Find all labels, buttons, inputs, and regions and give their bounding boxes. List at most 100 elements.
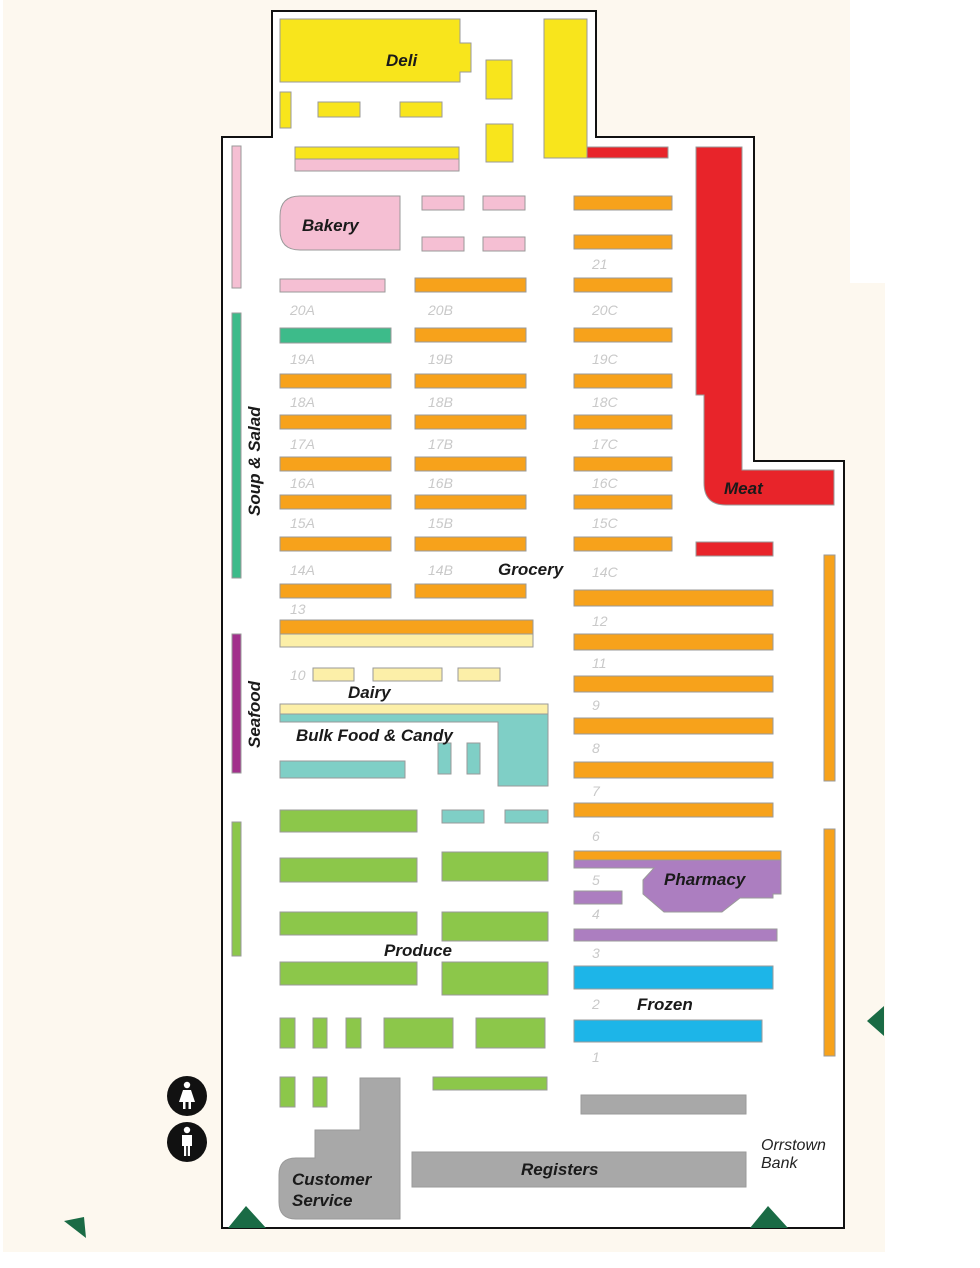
- grocery-shelf: [414, 373, 527, 389]
- bulk-food-label: Bulk Food & Candy: [296, 726, 454, 745]
- aisle-label: 2: [591, 996, 600, 1012]
- pharmacy-shelf: [573, 890, 623, 905]
- aisle-label: 12: [592, 613, 608, 629]
- frozen-case: [573, 1019, 763, 1043]
- womens-restroom-icon[interactable]: [167, 1076, 207, 1116]
- customer-service-label: Service: [292, 1191, 353, 1210]
- grocery-shelf: [573, 234, 673, 250]
- grocery-shelf: [573, 414, 673, 430]
- produce-table: [279, 809, 418, 833]
- grocery-shelf: [414, 327, 527, 343]
- aisle-label: 11: [592, 655, 607, 671]
- grocery-shelf: [279, 619, 534, 635]
- deli-case: [485, 59, 513, 100]
- meat-label: Meat: [724, 479, 764, 498]
- produce-table: [279, 857, 418, 883]
- aisle-label: 21: [591, 256, 608, 272]
- aisle-label: 16B: [428, 475, 453, 491]
- produce-bin: [312, 1017, 328, 1049]
- grocery-wall-shelf: [823, 554, 836, 782]
- soup-salad-case: [279, 327, 392, 344]
- frozen-label: Frozen: [637, 995, 693, 1014]
- customer-service-label: Customer: [292, 1170, 373, 1189]
- aisle-label: 1: [592, 1049, 600, 1065]
- seafood-counter: [231, 633, 242, 774]
- aisle-label: 18B: [428, 394, 453, 410]
- produce-label: Produce: [384, 941, 452, 960]
- aisle-label: 8: [592, 740, 600, 756]
- bank-label: Orrstown: [761, 1137, 826, 1154]
- aisle-label: 19A: [290, 351, 315, 367]
- aisle-label: 18A: [290, 394, 315, 410]
- produce-table: [441, 911, 549, 942]
- bakery-case: [482, 195, 526, 211]
- dairy-case: [279, 703, 549, 715]
- aisle-label: 16A: [290, 475, 315, 491]
- grocery-shelves: [279, 195, 836, 1057]
- bakery-case: [421, 236, 465, 252]
- deli-label: Deli: [386, 51, 418, 70]
- produce-table: [279, 911, 418, 936]
- aisle-label: 15B: [428, 515, 453, 531]
- produce-bin: [279, 1076, 296, 1108]
- produce-tables: [231, 809, 549, 1108]
- aisle-label: 20C: [591, 302, 619, 318]
- pharmacy-label: Pharmacy: [664, 870, 747, 889]
- deli-counter: [279, 18, 472, 83]
- grocery-shelf: [573, 761, 774, 779]
- aisle-label: 16C: [592, 475, 619, 491]
- bulk-food-case: [437, 742, 452, 775]
- grocery-shelf: [414, 414, 527, 430]
- bulk-food-case: [504, 809, 549, 824]
- seafood-label: Seafood: [245, 680, 264, 748]
- customer-service-desk: [278, 1077, 401, 1220]
- meat-counter: [695, 146, 835, 506]
- aisle-label: 17B: [428, 436, 453, 452]
- soup-salad-label: Soup & Salad: [245, 406, 264, 516]
- entrance-marker-icon: [228, 1206, 266, 1228]
- aisle-label: 17C: [592, 436, 619, 452]
- aisle-label: 19B: [428, 351, 453, 367]
- deli-case-tall: [543, 18, 588, 159]
- produce-bin: [279, 1017, 296, 1049]
- aisle-label: 6: [592, 828, 600, 844]
- grocery-shelf: [573, 456, 673, 472]
- deli-case: [317, 101, 361, 118]
- grocery-shelf: [573, 373, 673, 389]
- registers-counter: [411, 1151, 747, 1188]
- bakery-case: [482, 236, 526, 252]
- bakery-wall-case: [231, 145, 242, 289]
- soup-salad-bar: [231, 312, 242, 579]
- grocery-shelf: [279, 456, 392, 472]
- deli-case: [399, 101, 443, 118]
- grocery-shelf: [279, 536, 392, 552]
- meat-case: [586, 146, 669, 159]
- deli-case: [294, 146, 460, 160]
- produce-bin: [312, 1076, 328, 1108]
- meat-case: [695, 541, 774, 557]
- aisle-20a-shelf: [279, 278, 386, 293]
- grocery-shelf: [414, 536, 527, 552]
- aisle-label: 7: [592, 783, 601, 799]
- aisle-labels: 21 20A 20B 20C 19A 19B 19C 18A 18B 18C 1…: [289, 256, 619, 1065]
- bulk-food-case: [441, 809, 485, 824]
- grocery-shelf: [573, 717, 774, 735]
- entrance-marker-icon: [64, 1217, 86, 1238]
- entrance-marker-icon: [750, 1206, 788, 1228]
- aisle-label: 15C: [592, 515, 619, 531]
- grocery-label: Grocery: [498, 560, 565, 579]
- mens-restroom-icon[interactable]: [167, 1122, 207, 1162]
- aisle-label: 9: [592, 697, 600, 713]
- aisle-label: 10: [290, 667, 306, 683]
- grocery-shelf: [414, 456, 527, 472]
- grocery-shelf: [414, 277, 527, 293]
- aisle-label: 15A: [290, 515, 315, 531]
- bulk-food-case: [279, 760, 406, 779]
- aisle-label: 4: [592, 906, 600, 922]
- aisle-label: 3: [592, 945, 600, 961]
- entrance-marker-icon: [867, 1006, 884, 1036]
- bakery-counter: [279, 195, 401, 251]
- grocery-shelf: [573, 494, 673, 510]
- grocery-shelf: [573, 633, 774, 651]
